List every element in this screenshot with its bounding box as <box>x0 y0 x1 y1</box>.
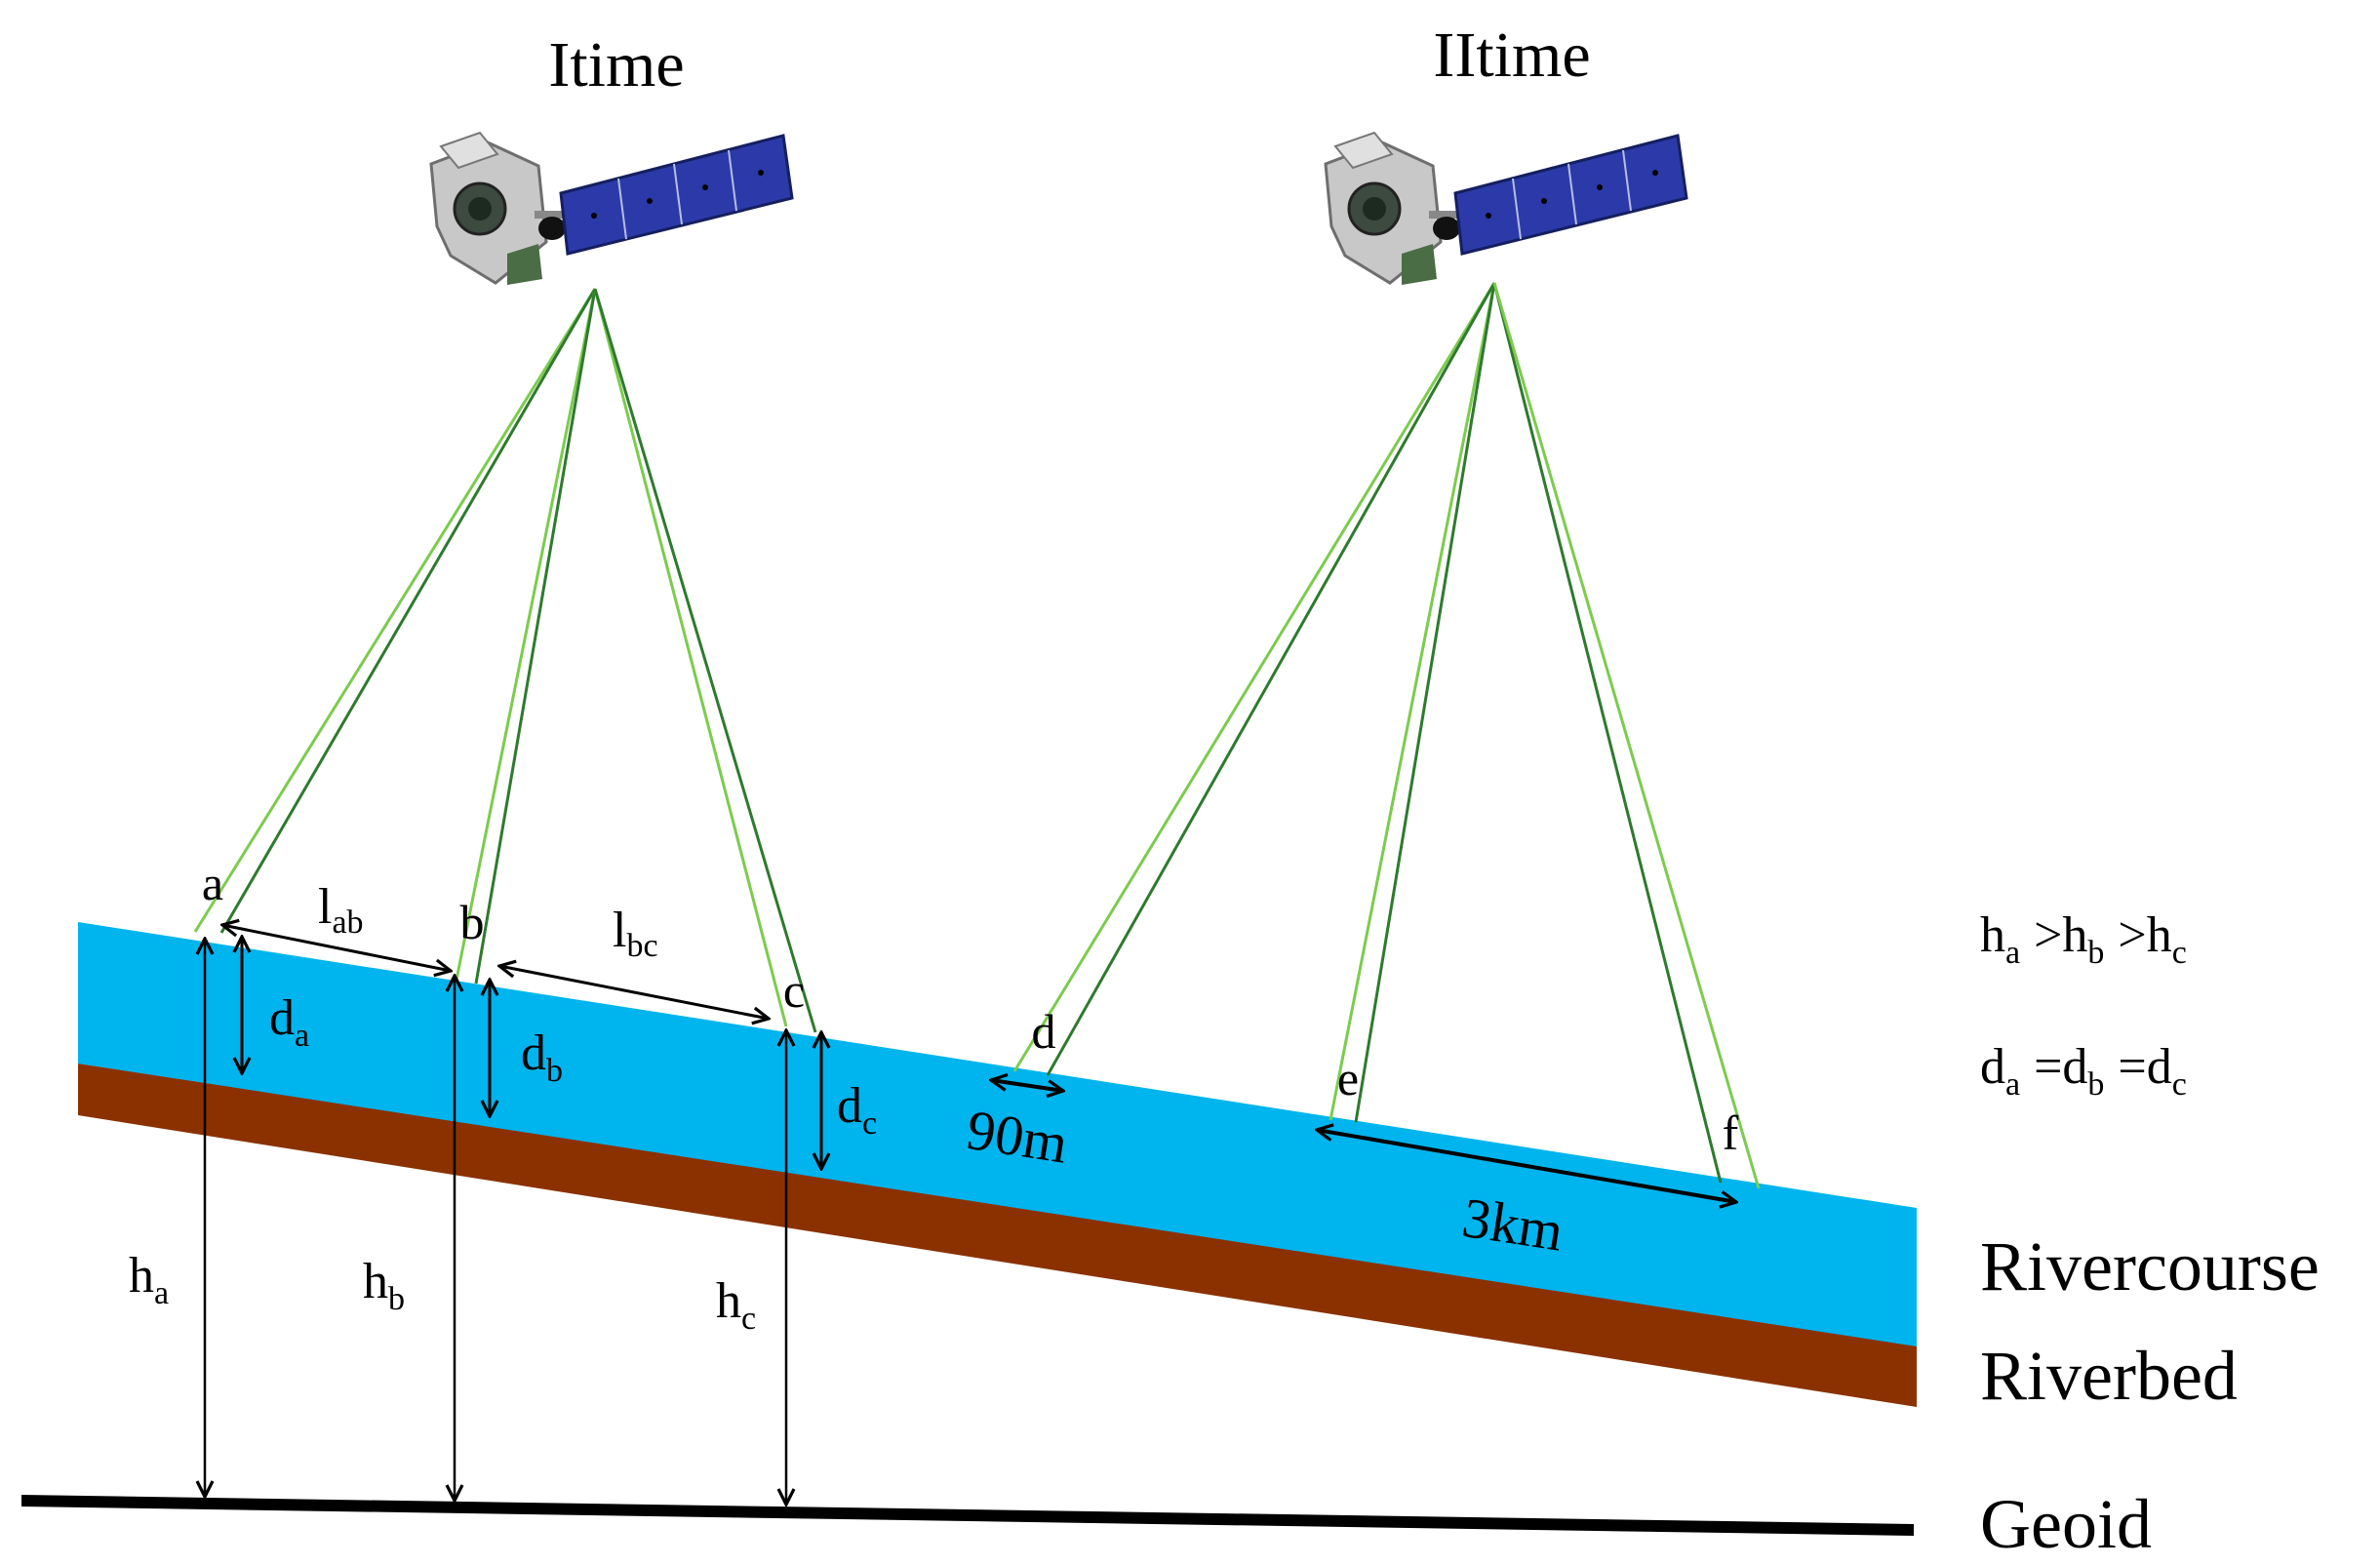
point-label-d: d <box>1032 1004 1056 1059</box>
label-db: db <box>521 1025 563 1089</box>
legend-geoid: Geoid <box>1980 1485 2152 1563</box>
label-hc: hc <box>716 1273 756 1337</box>
title-time-2: IItime <box>1433 20 1590 91</box>
point-label-b: b <box>460 895 485 949</box>
distance-arrow-90m <box>991 1080 1063 1091</box>
satellite-2-icon <box>1324 131 1688 285</box>
point-label-e: e <box>1337 1051 1359 1105</box>
beams-time-2 <box>1012 282 1761 1189</box>
label-3km: 3km <box>1458 1185 1567 1264</box>
rivercourse-water <box>78 922 1917 1346</box>
riverbed-layer <box>78 1064 1917 1407</box>
point-label-c: c <box>783 963 805 1018</box>
title-time-1: Itime <box>548 29 684 100</box>
label-hb: hb <box>363 1254 405 1317</box>
legend-riverbed: Riverbed <box>1980 1337 2238 1415</box>
label-lab: lab <box>318 879 364 941</box>
satellite-1-icon <box>429 131 794 285</box>
label-90m: 90m <box>963 1098 1072 1176</box>
label-dc: dc <box>837 1078 877 1142</box>
relation-depths: da=db=dc <box>1980 1039 2187 1103</box>
beams-time-1 <box>193 288 817 1033</box>
label-ha: ha <box>129 1248 169 1311</box>
distance-arrow-lab <box>222 925 451 971</box>
distance-arrow-3km <box>1317 1130 1736 1202</box>
geoid-line <box>21 1495 1914 1536</box>
relation-heights: ha>hb>hc <box>1980 907 2187 971</box>
legend-rivercourse: Rivercourse <box>1980 1227 2320 1306</box>
point-label-a: a <box>202 856 223 910</box>
distance-arrow-lbc <box>499 966 769 1019</box>
point-label-f: f <box>1723 1105 1739 1160</box>
label-da: da <box>269 990 309 1054</box>
label-lbc: lbc <box>613 903 658 964</box>
